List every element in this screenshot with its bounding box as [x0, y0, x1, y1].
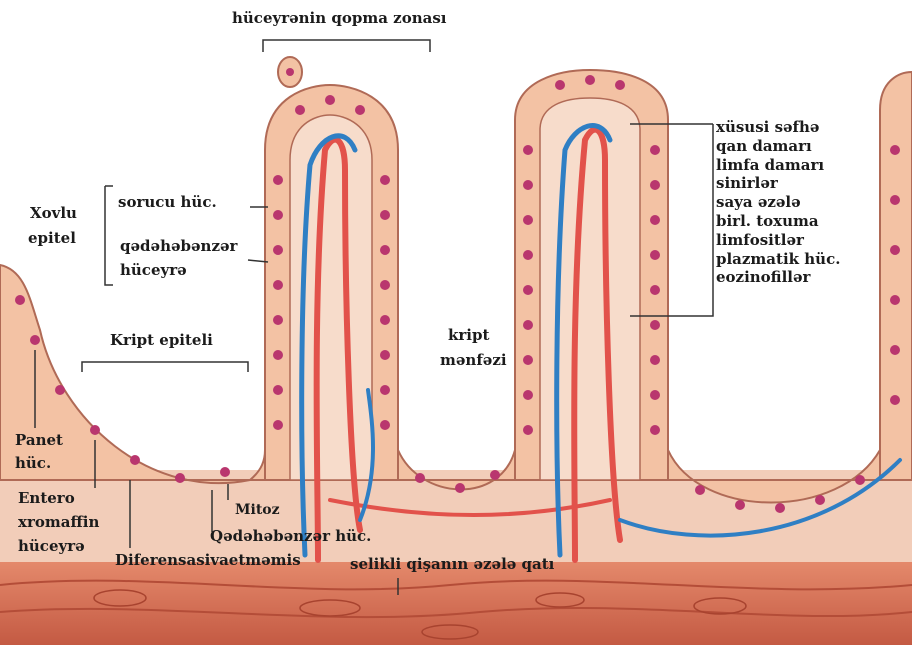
enterochromaffin-label-line1: Entero [18, 490, 75, 507]
lamina-propria-item: saya əzələ [716, 193, 840, 212]
mitosis-label: Mitoz [235, 502, 280, 518]
villus-right-partial [880, 72, 912, 480]
shed-cell [278, 57, 302, 87]
lamina-propria-item: qan damarı [716, 137, 840, 156]
lamina-propria-item: birl. toxuma [716, 212, 840, 231]
lamina-propria-item: sinirlər [716, 174, 840, 193]
enterochromaffin-label-line3: hüceyrə [18, 538, 85, 555]
covering-epithelium-label-line2: epitel [28, 230, 76, 247]
lamina-propria-item: limfa damarı [716, 156, 840, 175]
undifferentiated-cell-label: Diferensasivaetməmis [115, 552, 301, 569]
goblet-cell-lower-label: Qədəhəbənzər hüc. [210, 528, 371, 545]
goblet-cell-upper-label-line2: hüceyrə [120, 262, 187, 279]
lamina-propria-item: plazmatik hüc. [716, 250, 840, 269]
lamina-propria-item: xüsusi səfhə [716, 118, 840, 137]
muscularis-mucosae-label: selikli qişanın əzələ qatı [350, 556, 554, 573]
crypt-left [0, 265, 265, 483]
enterochromaffin-label-line2: xromaffin [18, 514, 99, 531]
covering-epithelium-label-line1: Xovlu [30, 205, 77, 222]
paneth-cell-label-line2: hüc. [15, 455, 51, 472]
lamina-propria-item: eozinofillər [716, 268, 840, 287]
crypt-lumen-label-line1: kript [448, 327, 489, 344]
lamina-propria-item: limfositlər [716, 231, 840, 250]
goblet-cell-upper-label-line1: qədəhəbənzər [120, 238, 237, 255]
paneth-cell-label-line1: Panet [15, 432, 63, 449]
lamina-propria-list: xüsusi səfhə qan damarı limfa damarı sin… [716, 118, 840, 287]
shedding-zone-label: hüceyrənin qopma zonası [232, 10, 446, 27]
absorptive-cell-label: sorucu hüc. [118, 194, 217, 211]
crypt-epithelium-label: Kript epiteli [110, 332, 213, 349]
crypt-lumen-label-line2: mənfəzi [440, 352, 507, 369]
